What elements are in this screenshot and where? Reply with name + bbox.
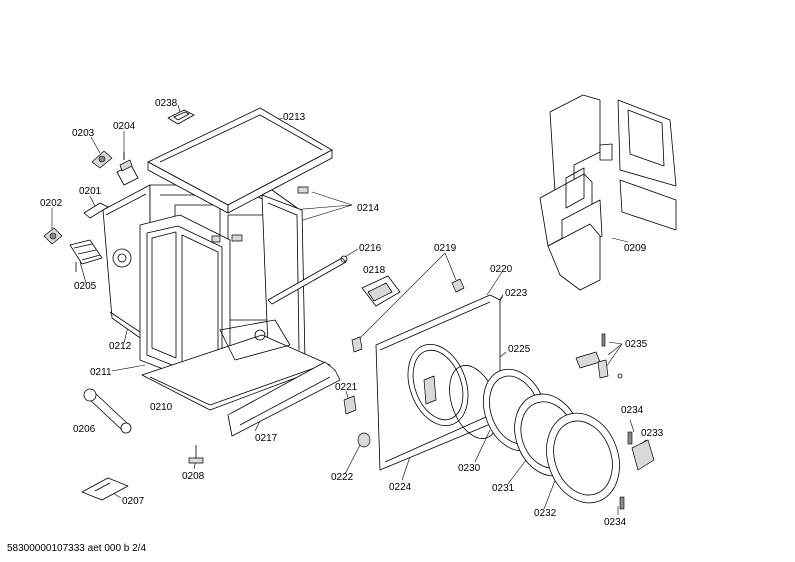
label-0230: 0230: [458, 463, 481, 474]
part-0203: [91, 150, 113, 169]
label-0220: 0220: [490, 264, 513, 275]
label-0202: 0202: [40, 198, 63, 209]
part-0219: [451, 278, 465, 293]
label-0204: 0204: [113, 121, 136, 132]
part-hinge-clip: [351, 336, 363, 353]
label-0219: 0219: [434, 243, 457, 254]
label-0235: 0235: [625, 339, 648, 350]
label-0211: 0211: [90, 367, 112, 378]
label-0210: 0210: [150, 402, 173, 413]
label-0201: 0201: [79, 186, 102, 197]
label-0234-top: 0234: [621, 405, 644, 416]
part-0205: [69, 239, 103, 272]
label-0212: 0212: [109, 341, 132, 352]
document-footer-code: 58300000107333 aet 000 b 2/4: [7, 543, 147, 554]
label-0216: 0216: [359, 243, 382, 254]
label-0209: 0209: [624, 243, 647, 254]
label-0214: 0214: [357, 203, 380, 214]
label-0217: 0217: [255, 433, 278, 444]
part-0234-pins: [619, 431, 633, 510]
door-lock: [361, 275, 401, 307]
part-0207: [81, 477, 129, 501]
label-0208: 0208: [182, 471, 205, 482]
label-0238: 0238: [155, 98, 178, 109]
label-0225: 0225: [508, 344, 531, 355]
part-0206: [83, 388, 132, 434]
part-0204: [116, 152, 139, 186]
label-0203: 0203: [72, 128, 95, 139]
label-0224: 0224: [389, 482, 412, 493]
label-0231: 0231: [492, 483, 515, 494]
plinth-panel: [227, 361, 341, 437]
label-0232: 0232: [534, 508, 557, 519]
label-0221: 0221: [335, 382, 358, 393]
label-0218: 0218: [363, 265, 386, 276]
part-0222: [357, 432, 371, 448]
label-0205: 0205: [74, 281, 97, 292]
label-0206: 0206: [73, 424, 96, 435]
strut-rod: [267, 255, 348, 305]
label-0233: 0233: [641, 428, 664, 439]
part-0214: [211, 186, 309, 243]
part-0238: [167, 109, 195, 125]
label-0222: 0222: [331, 472, 354, 483]
label-0213: 0213: [283, 112, 306, 123]
part-0235: [575, 333, 623, 379]
door-hinge: [631, 439, 655, 471]
part-0208: [188, 445, 204, 464]
door-ring-outer: [546, 412, 620, 504]
part-0221: [343, 395, 357, 415]
label-0223: 0223: [505, 288, 528, 299]
top-cover: [147, 107, 333, 214]
insulation-panels: [539, 94, 677, 291]
label-0207: 0207: [122, 496, 145, 507]
part-0202: [43, 227, 63, 245]
label-0234-bottom: 0234: [604, 517, 627, 528]
cabinet-frame: [102, 184, 331, 411]
front-panel: [375, 294, 501, 471]
part-0201: [83, 202, 109, 219]
